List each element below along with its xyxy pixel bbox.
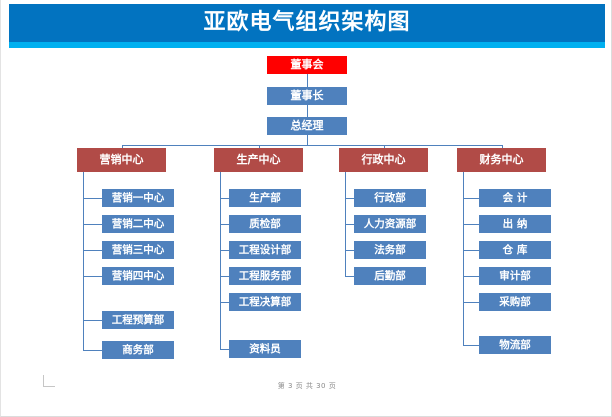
node-department-3-2[interactable]: 人力资源部 [354, 215, 426, 233]
node-department-4-5[interactable]: 采购部 [479, 293, 551, 311]
connector-center-bus [121, 145, 502, 146]
node-department-4-3[interactable]: 仓 库 [479, 241, 551, 259]
title-banner-accent [9, 42, 605, 48]
node-department-1-1[interactable]: 营销一中心 [102, 189, 174, 207]
connector-spine-center-4 [463, 172, 464, 345]
connector-elbow [220, 302, 229, 303]
node-department-1-4[interactable]: 营销四中心 [102, 267, 174, 285]
node-department-3-1[interactable]: 行政部 [354, 189, 426, 207]
connector-elbow [345, 276, 354, 277]
node-department-2-4[interactable]: 工程服务部 [229, 267, 301, 285]
connector-elbow [345, 198, 354, 199]
title-banner: 亚欧电气组织架构图 [9, 4, 605, 42]
node-department-2-1[interactable]: 生产部 [229, 189, 301, 207]
connector-chairman-to-gm [307, 105, 308, 117]
connector-elbow [83, 350, 102, 351]
connector-elbow [345, 250, 354, 251]
page-title: 亚欧电气组织架构图 [203, 10, 411, 35]
node-department-1-2[interactable]: 营销二中心 [102, 215, 174, 233]
node-department-3-4[interactable]: 后勤部 [354, 267, 426, 285]
node-department-2-6[interactable]: 资料员 [229, 340, 301, 358]
connector-elbow [345, 224, 354, 225]
connector-elbow [463, 224, 479, 225]
node-department-2-2[interactable]: 质检部 [229, 215, 301, 233]
node-department-1-3[interactable]: 营销三中心 [102, 241, 174, 259]
connector-elbow [463, 276, 479, 277]
node-chairman[interactable]: 董事长 [267, 87, 347, 105]
node-general-manager[interactable]: 总经理 [267, 117, 347, 135]
connector-elbow [220, 349, 229, 350]
connector-elbow [220, 198, 229, 199]
node-board-of-directors[interactable]: 董事会 [267, 56, 347, 74]
node-department-1-6[interactable]: 商务部 [102, 341, 174, 359]
node-center-3[interactable]: 行政中心 [339, 148, 428, 172]
connector-elbow [463, 250, 479, 251]
connector-elbow [463, 345, 479, 346]
node-center-1[interactable]: 营销中心 [77, 148, 166, 172]
connector-elbow [463, 302, 479, 303]
node-department-3-3[interactable]: 法务部 [354, 241, 426, 259]
connector-elbow [463, 198, 479, 199]
node-department-2-5[interactable]: 工程决算部 [229, 293, 301, 311]
connector-bus-to-center-4 [501, 145, 503, 148]
node-center-2[interactable]: 生产中心 [214, 148, 303, 172]
connector-bus-to-center-3 [383, 145, 385, 148]
connector-elbow [83, 198, 102, 199]
connector-elbow [83, 320, 102, 321]
connector-elbow [220, 276, 229, 277]
connector-spine-center-2 [220, 172, 221, 349]
node-department-4-1[interactable]: 会 计 [479, 189, 551, 207]
node-department-2-3[interactable]: 工程设计部 [229, 241, 301, 259]
margin-corner-mark [43, 375, 55, 387]
connector-board-to-chairman [307, 74, 308, 87]
connector-elbow [220, 224, 229, 225]
connector-elbow [220, 250, 229, 251]
node-department-4-4[interactable]: 审计部 [479, 267, 551, 285]
page-footer: 第 3 页 共 30 页 [277, 382, 337, 390]
connector-elbow [83, 276, 102, 277]
connector-gm-drop [307, 135, 308, 145]
connector-elbow [83, 250, 102, 251]
node-department-4-2[interactable]: 出 纳 [479, 215, 551, 233]
node-department-4-6[interactable]: 物流部 [479, 336, 551, 354]
connector-bus-to-center-1 [121, 145, 123, 148]
connector-spine-center-1 [83, 172, 84, 350]
connector-bus-to-center-2 [258, 145, 260, 148]
connector-elbow [83, 224, 102, 225]
node-center-4[interactable]: 财务中心 [457, 148, 546, 172]
node-department-1-5[interactable]: 工程预算部 [102, 311, 174, 329]
